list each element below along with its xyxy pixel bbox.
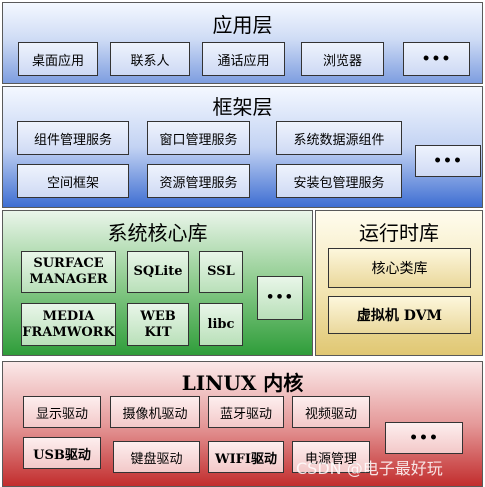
framework-more: ••• xyxy=(415,145,481,177)
lib-surface-manager: SURFACE MANAGER xyxy=(21,251,116,293)
app-more: ••• xyxy=(403,42,470,76)
lib-sqlite: SQLite xyxy=(127,251,189,293)
app-phone: 通话应用 xyxy=(202,42,285,76)
kernel-layer-title: LINUX 内核 xyxy=(181,371,304,395)
watermark: CSDN @电子最好玩 xyxy=(296,459,443,478)
kernel-wifi-driver: WIFI驱动 xyxy=(208,441,284,473)
kernel-video-driver: 视频驱动 xyxy=(292,396,370,428)
framework-resource-manager: 资源管理服务 xyxy=(147,164,250,198)
framework-view-system: 空间框架 xyxy=(17,164,129,198)
kernel-camera-driver: 摄像机驱动 xyxy=(110,396,200,428)
application-layer-title: 应用层 xyxy=(212,13,273,37)
kernel-layer: LINUX 内核 显示驱动 摄像机驱动 蓝牙驱动 视频驱动 USB驱动 键盘驱动… xyxy=(2,361,483,487)
framework-content-provider: 系统数据源组件 xyxy=(276,121,402,155)
kernel-bluetooth-driver: 蓝牙驱动 xyxy=(208,396,284,428)
framework-package-manager: 安装包管理服务 xyxy=(276,164,402,198)
runtime-layer: 运行时库 核心类库 虚拟机 DVM xyxy=(315,210,483,356)
lib-more: ••• xyxy=(257,276,303,320)
app-desktop: 桌面应用 xyxy=(18,42,98,76)
lib-libc: libc xyxy=(199,303,243,346)
runtime-layer-title: 运行时库 xyxy=(359,221,439,245)
kernel-more: ••• xyxy=(385,422,463,454)
framework-component-manager: 组件管理服务 xyxy=(17,121,129,155)
runtime-dvm: 虚拟机 DVM xyxy=(328,296,471,334)
libraries-layer: 系统核心库 SURFACE MANAGER SQLite SSL MEDIA F… xyxy=(2,210,313,356)
app-browser: 浏览器 xyxy=(301,42,384,76)
kernel-keyboard-driver: 键盘驱动 xyxy=(113,441,200,473)
lib-media-framework: MEDIA FRAMWORK xyxy=(21,303,116,346)
libraries-layer-title: 系统核心库 xyxy=(107,221,208,245)
framework-layer: 框架层 组件管理服务 窗口管理服务 系统数据源组件 ••• 空间框架 资源管理服… xyxy=(2,86,483,208)
lib-ssl: SSL xyxy=(199,251,243,293)
lib-webkit: WEB KIT xyxy=(127,303,189,346)
framework-window-manager: 窗口管理服务 xyxy=(147,121,250,155)
kernel-power-management: 电源管理 xyxy=(292,441,370,473)
kernel-usb-driver: USB驱动 xyxy=(23,437,101,469)
application-layer: 应用层 桌面应用 联系人 通话应用 浏览器 ••• xyxy=(2,2,483,84)
kernel-display-driver: 显示驱动 xyxy=(23,396,101,428)
app-contacts: 联系人 xyxy=(110,42,190,76)
framework-layer-title: 框架层 xyxy=(212,95,273,119)
runtime-core-libraries: 核心类库 xyxy=(328,248,471,288)
